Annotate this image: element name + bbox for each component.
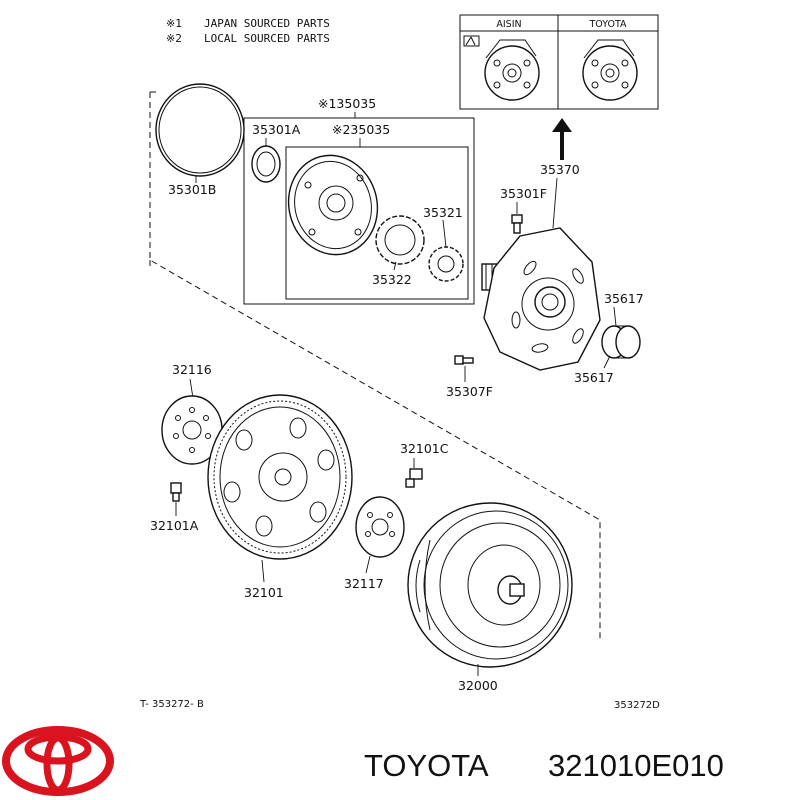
bolt-32101c-icon xyxy=(405,468,423,488)
bolt-32101a-icon xyxy=(170,482,182,502)
note-local-text: LOCAL SOURCED PARTS xyxy=(204,32,330,45)
caption-brand: TOYOTA xyxy=(364,748,489,783)
label-35322: 35322 xyxy=(372,272,412,287)
label-35307f: 35307F xyxy=(446,384,493,399)
label-32117: 32117 xyxy=(344,576,384,591)
bolt-35307f-icon xyxy=(454,355,474,365)
toyota-logo-icon xyxy=(2,726,114,796)
pump-body-box xyxy=(285,146,469,300)
assembly-dash-outline xyxy=(149,92,601,640)
label-35301b: 35301B xyxy=(168,182,216,197)
driven-gear-35322 xyxy=(375,215,425,271)
spacer-32117 xyxy=(355,496,405,558)
bolt-35301f-icon xyxy=(511,214,523,234)
label-32116: 32116 xyxy=(172,362,212,377)
arrow-up-icon xyxy=(552,118,572,160)
note-local-mark: ※2 xyxy=(166,32,182,45)
label-32101a: 32101A xyxy=(150,518,199,533)
label-35617-bottom: 35617 xyxy=(574,370,614,385)
drive-plate-32101 xyxy=(207,394,353,560)
pump-assembly-box xyxy=(243,117,475,305)
label-35301f: 35301F xyxy=(500,186,547,201)
label-35301a: 35301A xyxy=(252,122,301,137)
pump-body-plate xyxy=(287,154,379,256)
note-japan-mark: ※1 xyxy=(166,17,182,30)
caption-part-number: 321010E010 xyxy=(548,748,724,783)
label-35617-top: 35617 xyxy=(604,291,644,306)
label-35321: 35321 xyxy=(423,205,463,220)
label-35035-jp: ※135035 xyxy=(318,96,376,111)
bushing-35617 xyxy=(601,325,641,359)
toyota-pump-icon xyxy=(582,39,638,101)
label-32000: 32000 xyxy=(458,678,498,693)
inset-toyota-label: TOYOTA xyxy=(588,19,627,30)
ref-left: T- 353272- B xyxy=(139,699,204,710)
label-32101c: 32101C xyxy=(400,441,449,456)
note-japan-text: JAPAN SOURCED PARTS xyxy=(204,17,330,30)
inset-box: AISIN TOYOTA xyxy=(459,14,659,110)
spacer-32116 xyxy=(161,395,223,465)
torque-converter-32000 xyxy=(407,502,573,668)
stator-shaft-35370 xyxy=(481,227,601,371)
label-32101: 32101 xyxy=(244,585,284,600)
aisin-pump-icon xyxy=(484,39,540,101)
o-ring-35301b xyxy=(155,83,245,177)
ref-right: 353272D xyxy=(614,700,660,711)
label-35370: 35370 xyxy=(540,162,580,177)
inset-aisin-label: AISIN xyxy=(496,19,521,30)
oil-seal-35301a xyxy=(251,138,281,183)
drive-gear-35321 xyxy=(428,219,464,282)
at-logo-icon xyxy=(463,35,480,47)
label-35035-local: ※235035 xyxy=(332,122,390,137)
